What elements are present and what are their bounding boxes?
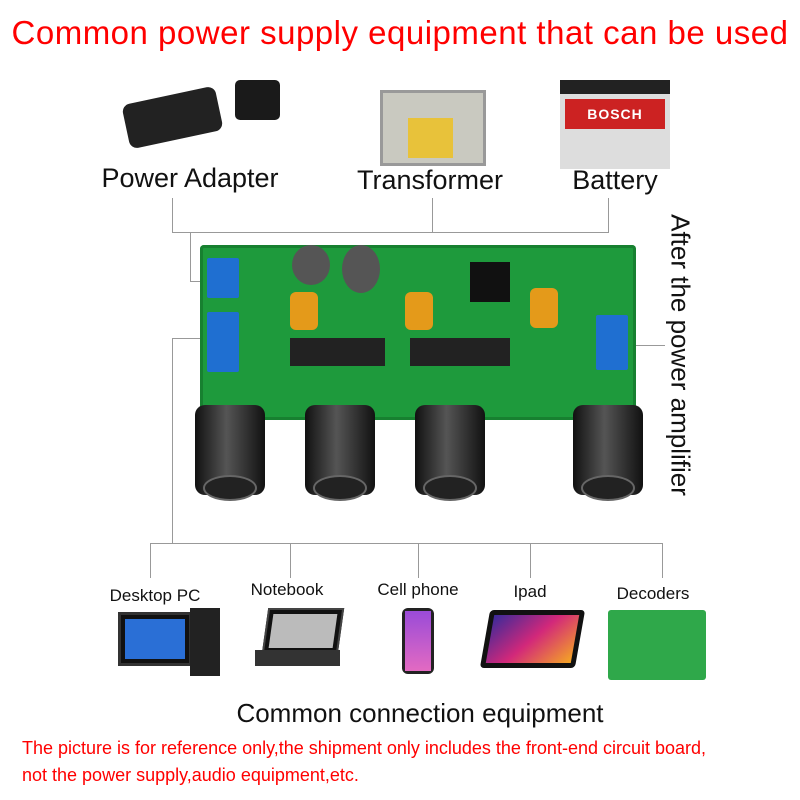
devices-caption: Common connection equipment (236, 698, 604, 728)
power-source-label: Battery (572, 165, 658, 195)
knob[interactable] (415, 405, 485, 501)
cell-phone-icon (402, 608, 434, 674)
battery-brand-label: BOSCH (565, 99, 665, 129)
power-adapter-plug-icon (235, 80, 280, 120)
connector-line (150, 543, 662, 544)
capacitor (530, 288, 558, 328)
desktop-pc-icon (118, 612, 192, 666)
disclaimer-line: The picture is for reference only,the sh… (22, 738, 707, 758)
connector-line (172, 338, 212, 339)
connector-line (150, 543, 151, 578)
regulator (470, 262, 510, 302)
knob[interactable] (195, 405, 265, 501)
ic-chip (410, 338, 510, 366)
tablet-icon (479, 610, 586, 668)
transformer-icon (380, 90, 486, 166)
power-source-label: Transformer (356, 165, 504, 195)
connector-line (530, 543, 531, 578)
device-label: Ipad (513, 582, 547, 601)
page-title: Common power supply equipment that can b… (11, 14, 789, 51)
capacitor (342, 245, 380, 293)
device-label: Cell phone (377, 580, 459, 599)
connector-line (190, 232, 191, 282)
connector-line (172, 232, 609, 233)
notebook-keyboard (255, 650, 340, 666)
knob[interactable] (305, 405, 375, 501)
desktop-tower (190, 608, 220, 676)
connector-line (172, 338, 173, 543)
capacitor (290, 292, 318, 330)
disclaimer-line: not the power supply,audio equipment,etc… (22, 765, 359, 785)
power-source-label: Power Adapter (101, 163, 279, 193)
power-terminal (207, 258, 239, 298)
connector-line (432, 198, 433, 232)
input-terminal (207, 312, 239, 372)
capacitor (292, 245, 330, 285)
capacitor (405, 292, 433, 330)
connector-line (418, 543, 419, 578)
connector-line (630, 345, 665, 346)
preamp-circuit-board (200, 245, 636, 420)
decoder-board-icon (608, 610, 706, 680)
ic-chip (290, 338, 385, 366)
device-label: Desktop PC (109, 586, 201, 605)
device-label: Decoders (616, 584, 690, 603)
output-terminal (596, 315, 628, 370)
connector-line (608, 198, 609, 232)
notebook-icon (261, 608, 345, 654)
battery-icon: BOSCH (560, 80, 670, 169)
connector-line (290, 543, 291, 578)
side-label: After the power amplifier (665, 214, 696, 496)
power-adapter-icon (121, 85, 224, 150)
knob[interactable] (573, 405, 643, 501)
device-label: Notebook (250, 580, 324, 599)
connector-line (172, 198, 173, 232)
connector-line (662, 543, 663, 578)
